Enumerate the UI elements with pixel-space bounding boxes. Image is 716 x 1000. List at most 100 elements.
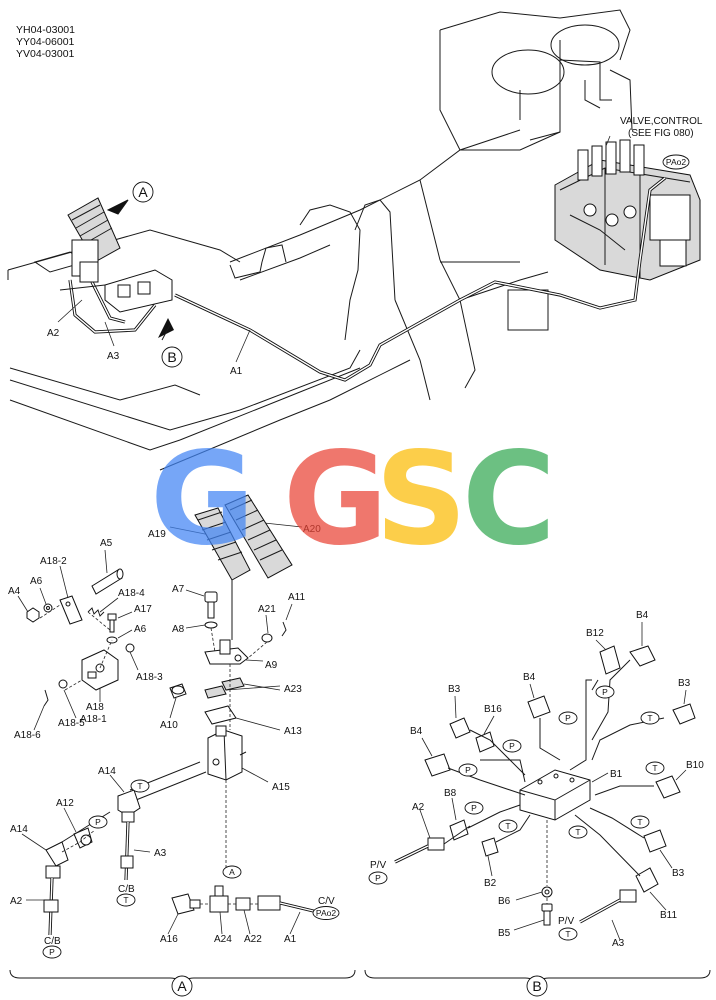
label-a18-1: A18-1 [80, 714, 107, 725]
view-a-arrow: A [106, 181, 154, 215]
model-code-2: YY04-06001 [16, 36, 75, 48]
pedal-assembly-overview [59, 197, 173, 313]
label-a8: A8 [172, 624, 185, 635]
section-b-marker: B [532, 978, 541, 994]
label-a23: A23 [284, 684, 302, 695]
view-b-marker: B [167, 349, 176, 365]
label-a2-section: A2 [10, 896, 23, 907]
label-b3-left: B3 [448, 684, 461, 695]
label-a24: A24 [214, 934, 232, 945]
tag-p-b12: P [602, 687, 608, 697]
section-b-labels: B12 B4 B3 B4 B3 B16 B4 B10 B1 A2 B8 B2 B… [368, 610, 704, 949]
label-a21: A21 [258, 604, 276, 615]
section-a-marker: A [177, 978, 187, 994]
label-a18-4: A18-4 [118, 588, 145, 599]
port-cb-lower: C/B [44, 936, 61, 947]
label-a3-overview: A3 [107, 351, 120, 362]
label-b4-top: B4 [636, 610, 649, 621]
label-b10: B10 [686, 760, 704, 771]
tag-t-b10: T [652, 763, 657, 773]
label-a18-2: A18-2 [40, 556, 67, 567]
tag-t-cb: T [123, 895, 128, 905]
model-codes: YH04-03001 YY04-06001 YV04-03001 [16, 24, 75, 60]
label-b3-right: B3 [678, 678, 691, 689]
tag-p-b4: P [565, 713, 571, 723]
label-b6: B6 [498, 896, 511, 907]
label-a17: A17 [134, 604, 152, 615]
tag-p-cb: P [49, 947, 55, 957]
port-pv-right: P/V [558, 916, 574, 927]
label-b4-mid: B4 [523, 672, 536, 683]
label-b1: B1 [610, 769, 623, 780]
tag-t-b3-low: T [637, 817, 642, 827]
label-a15: A15 [272, 782, 290, 793]
pedals-drawing [194, 494, 293, 640]
valve-note-line2: (SEE FIG 080) [628, 128, 694, 139]
port-cv: C/V [318, 896, 335, 907]
label-a12: A12 [56, 798, 74, 809]
tag-t-pv-right: T [565, 929, 570, 939]
label-b2: B2 [484, 878, 497, 889]
section-a-labels: A18-2 A5 A6 A4 A18-4 A17 A6 A18-3 A18 A1… [8, 538, 340, 959]
label-a16: A16 [160, 934, 178, 945]
tag-p-b8: P [471, 803, 477, 813]
tag-pa02-section: PAo2 [316, 908, 336, 918]
label-a7: A7 [172, 584, 185, 595]
label-a18-5: A18-5 [58, 718, 85, 729]
watermark-letter-g1: G [150, 425, 255, 574]
label-a22: A22 [244, 934, 262, 945]
label-a13: A13 [284, 726, 302, 737]
label-a2-overview: A2 [47, 328, 60, 339]
tag-t-a15: T [137, 781, 142, 791]
view-b-arrow: B [158, 318, 183, 368]
port-pv-left: P/V [370, 860, 386, 871]
label-a5: A5 [100, 538, 113, 549]
label-a1-section: A1 [284, 934, 297, 945]
label-a18-3: A18-3 [136, 672, 163, 683]
label-a10: A10 [160, 720, 178, 731]
label-a19: A19 [148, 529, 166, 540]
section-b-leaders [419, 622, 687, 941]
label-b8: B8 [444, 788, 457, 799]
label-a18-6: A18-6 [14, 730, 41, 741]
tag-p-b4-left: P [465, 765, 471, 775]
label-a14-upper: A14 [98, 766, 116, 777]
tag-p-b16: P [509, 741, 515, 751]
watermark-letter-s: S [375, 425, 467, 574]
label-a6-upper: A6 [30, 576, 43, 587]
section-a-parts [26, 568, 331, 936]
section-brackets [9, 969, 711, 987]
label-a18: A18 [86, 702, 104, 713]
section-b-parts [394, 645, 696, 926]
label-b16: B16 [484, 704, 502, 715]
tag-t-b11: T [575, 827, 580, 837]
model-code-3: YV04-03001 [16, 48, 75, 60]
tag-pa02-overview: PAo2 [666, 157, 686, 167]
label-a4: A4 [8, 586, 21, 597]
label-b4-left: B4 [410, 726, 423, 737]
label-a6-lower: A6 [134, 624, 147, 635]
watermark-letter-c: C [462, 425, 556, 574]
tag-a-port: A [229, 867, 235, 877]
label-a2-section-b: A2 [412, 802, 425, 813]
tag-p-pv-left: P [375, 873, 381, 883]
hose-a1-route [68, 176, 666, 382]
label-a9: A9 [265, 660, 278, 671]
label-b12: B12 [586, 628, 604, 639]
tag-t-b3: T [647, 713, 652, 723]
label-a3-section-b: A3 [612, 938, 625, 949]
section-a-leaders [17, 549, 301, 935]
label-b11: B11 [660, 910, 677, 921]
label-a20: A20 [303, 524, 321, 535]
tag-t-b2: T [505, 821, 510, 831]
tag-p-a12: P [95, 817, 101, 827]
model-code-1: YH04-03001 [16, 24, 75, 36]
view-a-marker: A [138, 184, 148, 200]
label-b3-low: B3 [672, 868, 685, 879]
label-a14-lower: A14 [10, 824, 28, 835]
label-a11: A11 [288, 592, 305, 603]
label-a1-overview: A1 [230, 366, 243, 377]
port-cb-upper: C/B [118, 884, 135, 895]
label-a3-section: A3 [154, 848, 167, 859]
